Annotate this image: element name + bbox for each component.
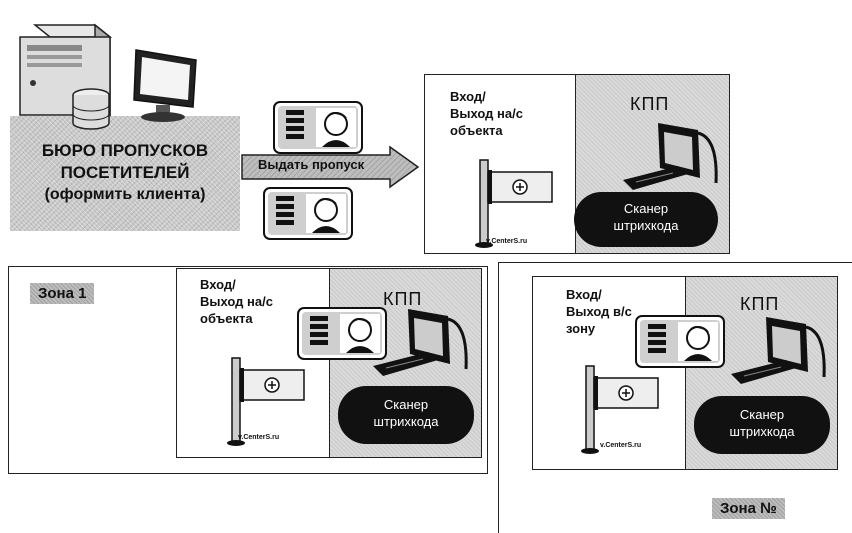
bureau-line-1: БЮРО ПРОПУСКОВ (15, 140, 235, 162)
scanner-line-2: штрихкода (694, 423, 830, 440)
barcode-scanner-icon (726, 312, 836, 402)
entry-line-3: объекта (450, 122, 523, 139)
watermark-zoneN: v.CenterS.ru (600, 442, 641, 449)
watermark-zone1: v.CenterS.ru (238, 434, 279, 441)
barcode-scanner-icon (368, 304, 478, 394)
entry-exit-label-top: Вход/ Выход на/с объекта (450, 88, 523, 139)
scanner-line-2: штрихкода (574, 217, 718, 234)
entry-exit-label-zone1: Вход/ Выход на/с объекта (200, 276, 273, 327)
watermark-top: v.CenterS.ru (486, 238, 527, 245)
bureau-title: БЮРО ПРОПУСКОВ ПОСЕТИТЕЛЕЙ (оформить кли… (15, 140, 235, 206)
visitor-pass-bottom (262, 186, 354, 241)
turnstile-icon (576, 356, 666, 456)
database-icon (70, 88, 112, 133)
entry-line-3: зону (566, 320, 632, 337)
turnstile-icon (470, 150, 560, 250)
scanner-zone1: Сканер штрихкода (338, 386, 474, 444)
bureau-line-2: ПОСЕТИТЕЛЕЙ (15, 162, 235, 184)
entry-line-1: Вход/ (566, 286, 632, 303)
entry-line-1: Вход/ (200, 276, 273, 293)
scanner-line-1: Сканер (574, 200, 718, 217)
scanner-top: Сканер штрихкода (574, 192, 718, 247)
scanner-line-2: штрихкода (338, 413, 474, 430)
entry-line-3: объекта (200, 310, 273, 327)
entry-line-2: Выход на/с (450, 105, 523, 122)
scanner-line-1: Сканер (338, 396, 474, 413)
bureau-line-3: (оформить клиента) (15, 184, 235, 206)
zoneN-label: Зона № (712, 498, 785, 519)
zone1-label: Зона 1 (30, 283, 94, 304)
monitor-icon (128, 45, 203, 125)
entry-line-2: Выход в/с (566, 303, 632, 320)
scanner-zoneN: Сканер штрихкода (694, 396, 830, 454)
turnstile-icon (222, 348, 312, 448)
entry-line-2: Выход на/с (200, 293, 273, 310)
entry-exit-label-zoneN: Вход/ Выход в/с зону (566, 286, 632, 337)
issue-pass-label: Выдать пропуск (258, 157, 364, 172)
kpp-label-top: КПП (630, 94, 669, 115)
scanner-line-1: Сканер (694, 406, 830, 423)
entry-line-1: Вход/ (450, 88, 523, 105)
